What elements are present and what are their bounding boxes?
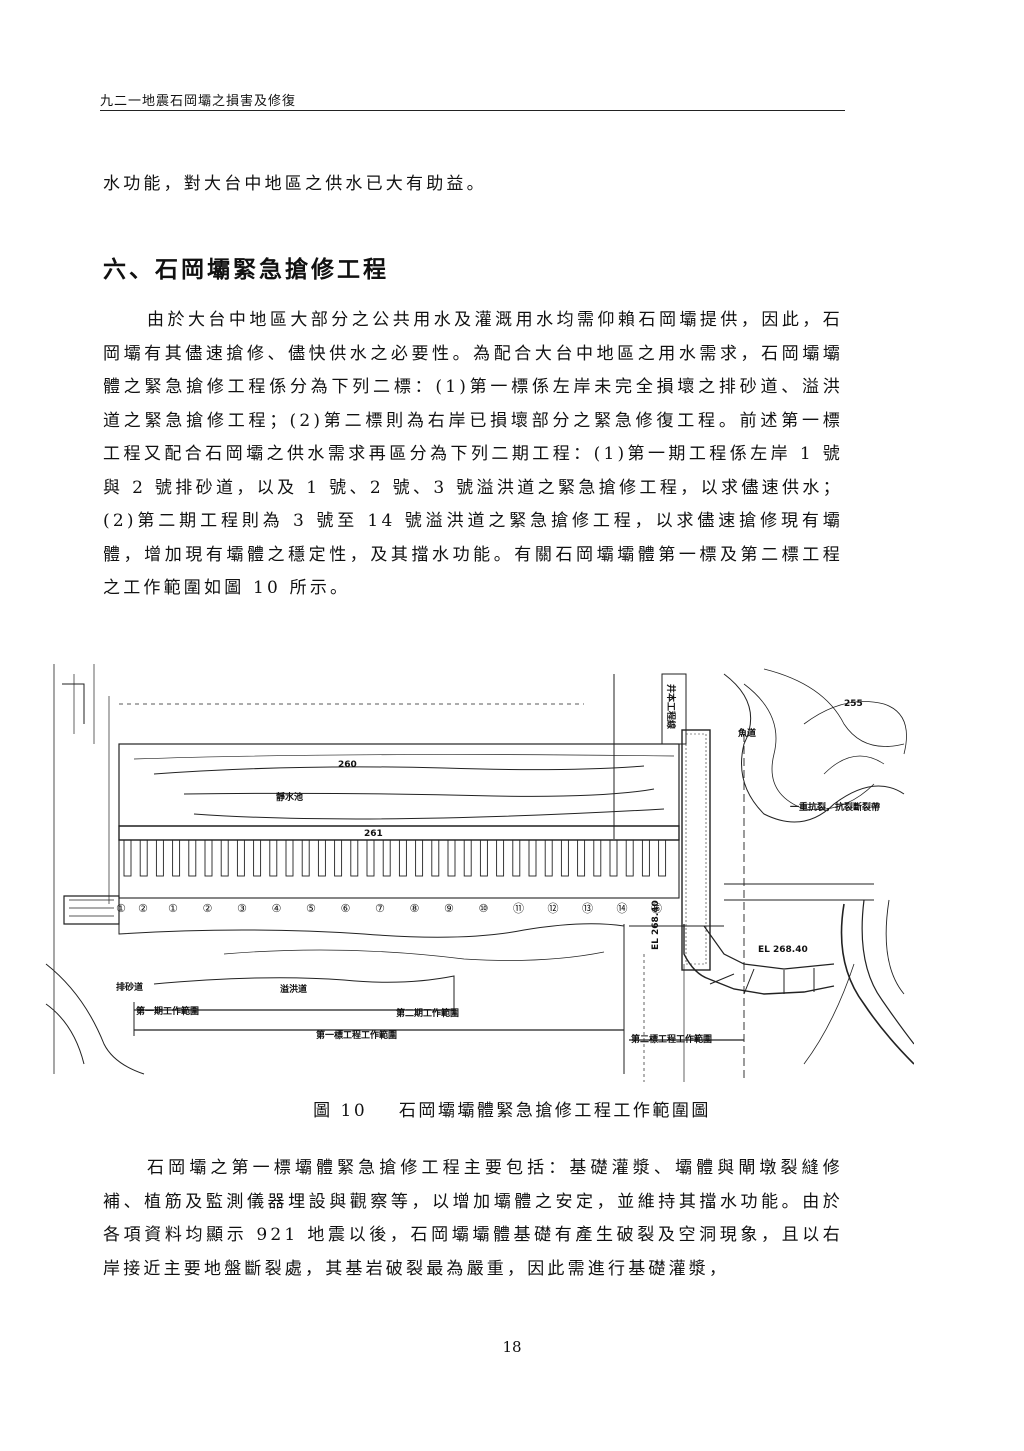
gate-number: ⑦: [375, 902, 385, 915]
caption-title: 石岡壩壩體緊急搶修工程工作範圍圖: [398, 1101, 711, 1121]
label-sand-channel: 排砂道: [116, 981, 143, 993]
gate-number: ⑭: [617, 902, 628, 915]
gate-number: ①: [116, 902, 126, 915]
caption-number: 圖 10: [313, 1101, 368, 1121]
gate-number: ②: [203, 902, 213, 915]
gate-pier: [415, 839, 424, 877]
gate-pier: [609, 839, 618, 877]
gate-pier: [544, 839, 553, 877]
gate-pier: [155, 839, 164, 877]
gate-number: ⑧: [410, 902, 420, 915]
gate-pier: [172, 839, 181, 877]
gate-pier: [285, 839, 294, 877]
gate-pier: [463, 839, 472, 877]
gate-pier: [431, 839, 440, 877]
gate-pier: [188, 839, 197, 877]
gate-number: ②: [138, 902, 148, 915]
gate-pier: [301, 839, 310, 877]
gate-pier: [512, 839, 521, 877]
gate-pier: [398, 839, 407, 877]
gate-number: ⑨: [444, 902, 454, 915]
gate-number: ⑩: [479, 902, 489, 915]
label-contour-261: 261: [364, 829, 383, 839]
gate-pier: [253, 839, 262, 877]
gate-pier: [577, 839, 586, 877]
label-phase1: 第一期工作範圍: [136, 1005, 199, 1017]
paragraph-0: 水功能，對大台中地區之供水已大有助益。: [103, 174, 487, 194]
gate-number: ⑮: [651, 902, 662, 915]
label-still-basin: 靜水池: [276, 791, 303, 803]
gate-number: ①: [168, 902, 178, 915]
label-fishway: 魚道: [738, 727, 756, 739]
gate-pier: [139, 839, 148, 877]
page-number: 18: [502, 1338, 522, 1356]
gate-pier: [625, 839, 634, 877]
gate-pier: [382, 839, 391, 877]
gate-pier: [236, 839, 245, 877]
label-fault: 一重抗裂，抗裂斷裂帶: [790, 801, 880, 813]
gate-pier: [334, 839, 343, 877]
header-title: 九二一地震石岡壩之損害及修復: [100, 94, 297, 109]
gate-pier: [220, 839, 229, 877]
gate-number: ⑥: [341, 902, 351, 915]
gate-number: ⑪: [513, 902, 524, 915]
gate-number: ③: [237, 902, 247, 915]
label-phase2: 第二期工作範圍: [396, 1007, 459, 1019]
gate-pier: [366, 839, 375, 877]
gate-number: ⑤: [306, 902, 316, 915]
section-heading: 六、石岡壩緊急搶修工程: [103, 257, 389, 283]
gate-pier: [350, 839, 359, 877]
label-spillway: 溢洪道: [280, 983, 307, 995]
gate-pier: [123, 839, 132, 877]
gate-pier: [269, 839, 278, 877]
gate-pier: [317, 839, 326, 877]
gate-pier: [560, 839, 569, 877]
gate-pier: [658, 839, 667, 877]
gate-pier: [479, 839, 488, 877]
paragraph-1: 由於大台中地區大部分之公共用水及灌溉用水均需仰賴石岡壩提供，因此，石岡壩有其儘速…: [103, 310, 843, 598]
label-boundary: 井本工程線: [665, 684, 677, 729]
paragraph-2: 石岡壩之第一標壩體緊急搶修工程主要包括：基礎灌漿、壩體與閘墩裂縫修補、植筋及監測…: [103, 1158, 843, 1279]
label-contour-255: 255: [844, 699, 863, 709]
gate-number: ⑬: [582, 902, 593, 915]
gate-pier: [496, 839, 505, 877]
label-section1: 第一標工程工作範圍: [316, 1029, 397, 1041]
label-contour-260: 260: [338, 760, 357, 770]
gate-pier: [641, 839, 650, 877]
gate-pier: [447, 839, 456, 877]
label-el-right: EL 268.40: [758, 945, 808, 955]
label-el-left: EL 268.40: [651, 900, 661, 950]
gate-number: ④: [272, 902, 282, 915]
gate-pier: [528, 839, 537, 877]
figure-caption: 圖 10 石岡壩壩體緊急搶修工程工作範圍圖: [0, 1096, 1024, 1121]
gate-pier: [204, 839, 213, 877]
gate-pier: [593, 839, 602, 877]
gate-number: ⑫: [548, 902, 559, 915]
label-section2: 第二標工程工作範圍: [631, 1033, 712, 1045]
running-header: 九二一地震石岡壩之損害及修復: [100, 90, 845, 111]
